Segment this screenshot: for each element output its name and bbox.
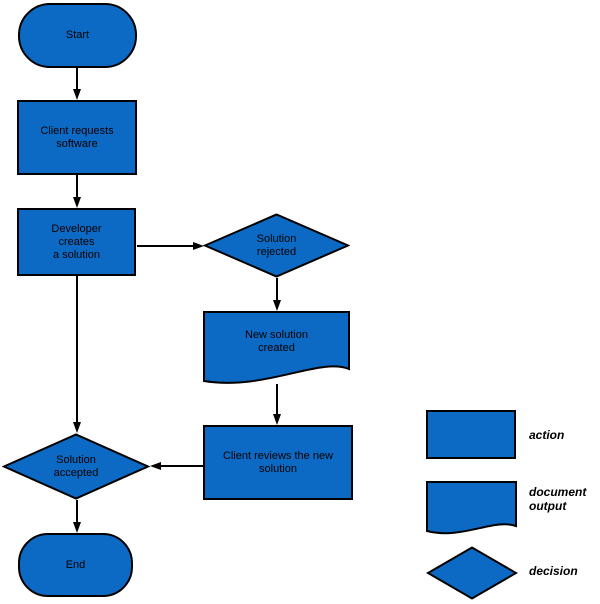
- legend-document-shape: [426, 481, 517, 535]
- connector-solution-rejected-to-new-solution: [273, 278, 281, 311]
- connector-new-solution-to-client-reviews: [273, 384, 281, 425]
- decision-diamond-shape: [203, 213, 350, 278]
- flowchart-node-solution-rejected: Solution rejected: [203, 213, 350, 278]
- flowchart-node-client-requests: Client requests software: [17, 100, 137, 175]
- connector-developer-to-solution-rejected: [137, 242, 204, 250]
- node-solution-accepted-label: Solution accepted: [53, 453, 99, 479]
- connector-solution-accepted-to-end: [73, 500, 81, 533]
- flowchart-node-client-reviews: Client reviews the new solution: [203, 425, 353, 500]
- node-client-reviews-label: Client reviews the new solution: [222, 449, 334, 475]
- legend-decision-shape: [426, 546, 518, 600]
- flowchart-node-solution-accepted: Solution accepted: [2, 433, 150, 500]
- document-shape: [426, 481, 517, 535]
- flowchart-node-end: End: [18, 533, 133, 597]
- decision-diamond-shape: [2, 433, 150, 500]
- node-new-solution-created-label: New solution created: [245, 329, 308, 354]
- connector-client-requests-to-developer: [73, 175, 81, 208]
- legend-decision-label: decision: [529, 564, 578, 578]
- decision-diamond-shape: [426, 546, 518, 600]
- connector-developer-to-solution-accepted: [73, 276, 81, 433]
- flowchart-node-start: Start: [18, 3, 137, 68]
- legend-action-shape: [426, 410, 516, 459]
- flowchart-node-new-solution-created: New solution created: [203, 311, 350, 387]
- node-end-label: End: [65, 558, 86, 571]
- node-client-requests-label: Client requests software: [40, 124, 114, 150]
- legend-document-output-label: document output: [529, 485, 587, 513]
- node-developer-creates-label: Developer creates a solution: [51, 222, 102, 261]
- connector-client-reviews-to-solution-accepted: [150, 462, 203, 470]
- flowchart-node-developer-creates: Developer creates a solution: [17, 208, 136, 276]
- node-start-label: Start: [65, 29, 90, 41]
- connector-start-to-client-requests: [73, 68, 81, 100]
- document-shape: [203, 311, 350, 384]
- node-solution-rejected-label: Solution rejected: [256, 232, 297, 258]
- legend-action-label: action: [529, 428, 565, 442]
